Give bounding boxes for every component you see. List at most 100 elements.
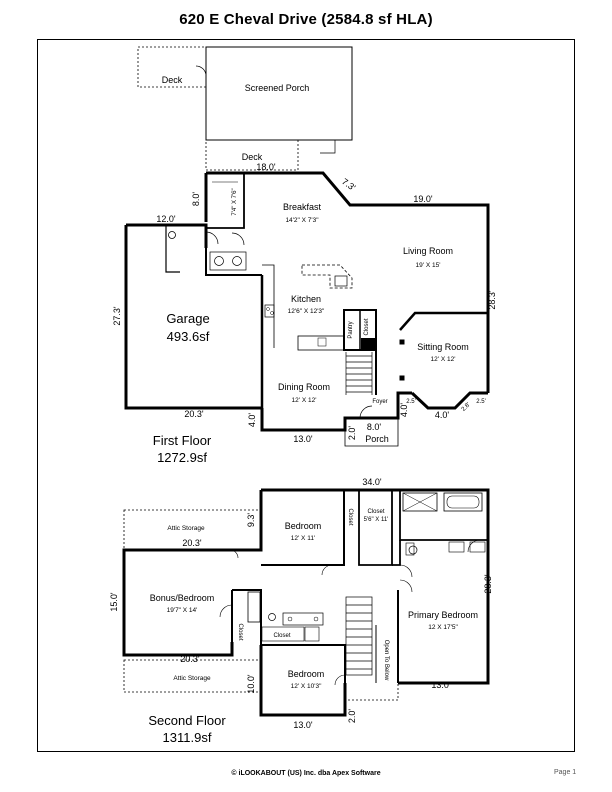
dim-bay-side-c: 2.5'	[476, 399, 486, 405]
deck-lower-outline	[205, 139, 299, 171]
door-swing	[229, 549, 239, 559]
toilet-icon	[408, 545, 418, 555]
first-floor-labels: Deck Screened Porch Deck 18.0' 7.3' 19.0…	[112, 75, 497, 465]
sitting-bay-wall	[410, 391, 488, 410]
water-heater-icon	[168, 231, 176, 239]
dim-second-right: 28.3'	[483, 574, 493, 594]
label-sitting-room-dim: 12' X 12'	[431, 356, 456, 363]
label-living-room: Living Room	[403, 246, 453, 256]
label-attic-storage-bottom: Attic Storage	[173, 675, 211, 682]
dim-primary-bottom: 13.0'	[431, 680, 451, 690]
dim-stair-gap: 2.0'	[347, 709, 357, 724]
stair-wall	[344, 349, 377, 395]
dim-attic-bottom: 20.3'	[180, 654, 200, 664]
first-floor-label: First Floor	[153, 433, 212, 448]
door-swing	[334, 674, 346, 686]
label-screened-porch: Screened Porch	[245, 83, 310, 93]
label-dining-room: Dining Room	[278, 382, 330, 392]
label-deck-lower: Deck	[242, 152, 263, 162]
door-swing	[321, 564, 333, 576]
label-open-to-below: Open To Below	[383, 640, 389, 681]
label-living-room-dim: 19' X 15'	[416, 262, 441, 269]
label-attic-storage-top: Attic Storage	[167, 525, 205, 532]
front-door-swing	[359, 405, 373, 419]
closet-d-box	[261, 626, 305, 642]
dim-right-side: 28.3'	[487, 290, 497, 310]
door-swing	[399, 579, 413, 593]
bedroom-top-walls	[261, 490, 345, 566]
label-foyer: Foyer	[372, 399, 387, 405]
label-kitchen-dim: 12'6" X 12'3"	[288, 308, 325, 315]
label-deck-top: Deck	[162, 75, 183, 85]
garage-top-wall	[126, 223, 208, 248]
label-closet: Closet	[364, 318, 370, 335]
dim-attic-top: 20.3'	[182, 538, 202, 548]
bedroom-bottom-walls	[261, 644, 346, 683]
dryer-icon	[232, 256, 242, 266]
second-floor-labels: 34.0' Attic Storage 20.3' 9.3' Bedroom 1…	[109, 477, 493, 745]
label-bonus-bedroom-dim: 19'7" X 14'	[167, 607, 198, 614]
dim-dining-bottom: 13.0'	[293, 434, 313, 444]
screened-porch-outline	[205, 46, 353, 141]
label-primary-bedroom: Primary Bedroom	[408, 610, 478, 620]
laundry-counter	[209, 251, 247, 271]
dim-porch-left: 2.0'	[347, 426, 357, 441]
garage-outer-wall	[124, 225, 262, 410]
label-breakfast: Breakfast	[283, 202, 322, 212]
washer-icon	[214, 256, 224, 266]
sitting-room-wall	[399, 311, 488, 331]
label-pantry: Pantry	[348, 321, 354, 338]
porch-door	[320, 140, 336, 154]
closet-walls	[206, 172, 245, 229]
range-icon	[264, 304, 275, 318]
second-floor-area: 1311.9sf	[163, 730, 212, 745]
dim-bay-left: 4.0'	[399, 403, 409, 418]
label-bedroom-bottom: Bedroom	[288, 669, 325, 679]
door-swing	[467, 539, 481, 553]
label-breakfast-dim: 14'2" X 7'3"	[285, 217, 319, 224]
double-vanity	[282, 612, 324, 626]
dim-bottom-width: 13.0'	[293, 720, 313, 730]
label-closet-c: Closet	[237, 623, 243, 640]
breakfast-living-outer-wall	[206, 171, 490, 393]
dim-bay-side-b: 2.8'	[461, 402, 472, 413]
dim-dining-left: 4.0'	[247, 413, 257, 428]
toilet-small-icon	[268, 613, 276, 621]
second-floor-outer-bottom	[259, 645, 347, 717]
dim-deck-width: 18.0'	[256, 162, 276, 172]
laundry-wall	[205, 248, 262, 276]
bath-walls	[232, 589, 262, 645]
first-floor-plan	[124, 46, 490, 447]
label-kitchen: Kitchen	[291, 294, 321, 304]
dim-bay-side-a: 2.5'	[406, 399, 416, 405]
label-closet-d: Closet	[273, 633, 290, 639]
label-bedroom-bottom-dim: 12' X 10'3"	[291, 683, 323, 690]
porch-outline	[344, 418, 399, 447]
label-closet-b-dim: 5'6" X 11'	[364, 517, 389, 523]
dim-top-living: 19.0'	[413, 194, 433, 204]
dim-bay-bottom: 4.0'	[435, 410, 450, 420]
page-number: Page 1	[554, 769, 577, 776]
dim-porch-width: 8.0'	[367, 422, 382, 432]
drawing-frame	[37, 39, 575, 752]
kitchen-counter-left	[262, 264, 275, 348]
dim-garage-bottom: 20.3'	[184, 409, 204, 419]
second-floor-outer-left	[122, 490, 263, 657]
label-closet-dim: 7'4" X 7'6"	[232, 188, 238, 215]
closet-b-walls	[358, 490, 393, 566]
dim-garage-top: 12.0'	[156, 214, 176, 224]
label-sitting-room: Sitting Room	[417, 342, 469, 352]
dim-garage-left: 27.3'	[112, 306, 122, 326]
second-floor-outer-top-right	[261, 488, 490, 685]
dim-bedroom-left: 9.3'	[246, 513, 256, 528]
label-bedroom-top-dim: 12' X 11'	[291, 535, 315, 542]
closet-fill	[361, 338, 375, 349]
kitchen-island	[301, 264, 353, 289]
dim-top-width: 34.0'	[362, 477, 382, 487]
dim-bonus-left: 15.0'	[109, 592, 119, 612]
dim-angle-wall: 7.3'	[340, 176, 358, 193]
vanity-sink-icon	[469, 541, 486, 553]
second-floor-label: Second Floor	[148, 713, 226, 728]
page-title: 620 E Cheval Drive (2584.8 sf HLA)	[179, 11, 433, 28]
first-floor-area: 1272.9sf	[157, 450, 207, 465]
